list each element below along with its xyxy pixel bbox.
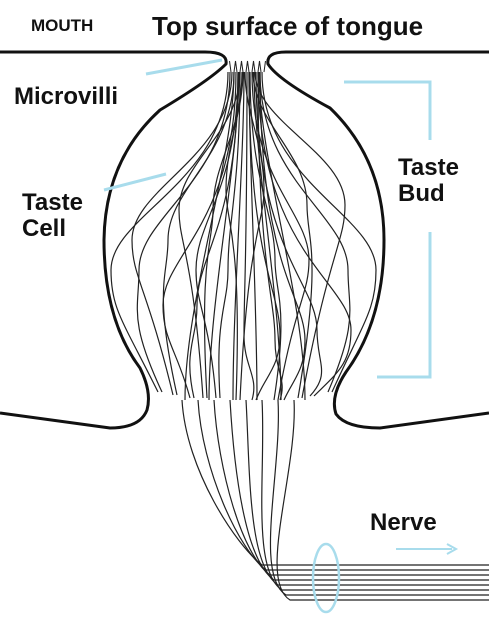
taste-bud-label: Taste Bud: [398, 155, 459, 207]
support-fibre-4: [248, 71, 258, 401]
leader-lines: [103, 58, 459, 614]
microvillus-5: [241, 60, 244, 73]
support-fibre-2: [208, 71, 240, 401]
microvilli-tufts: [229, 60, 266, 73]
taste-bud-bracket: [344, 80, 432, 379]
taste-cell-label: Taste Cell: [22, 190, 83, 242]
taste-cell-leader: [103, 172, 167, 192]
microvillus-7: [247, 60, 250, 73]
support-fibre-1: [184, 71, 235, 401]
taste-cell-label-line2: Cell: [22, 214, 67, 242]
taste-bud-label-line1: Taste: [398, 154, 459, 181]
nerve-fibre-8: [276, 399, 489, 601]
microvillus-1: [229, 60, 232, 73]
taste-cell-10: [110, 71, 231, 393]
taste-cell-12: [257, 71, 306, 401]
tongue-outline: [0, 50, 489, 430]
nerve-arrow-head: [446, 543, 459, 555]
support-fibre-6: [258, 71, 306, 401]
top-surface-label: Top surface of tongue: [152, 11, 424, 41]
taste-cell-5: [243, 71, 281, 401]
support-fibre-5: [253, 71, 282, 401]
microvillus-12: [263, 60, 266, 73]
nerve-label: Nerve: [370, 509, 437, 536]
nerve-fibre-1: [181, 399, 489, 566]
microvillus-9: [253, 60, 256, 73]
microvillus-11: [259, 60, 262, 73]
microvillus-3: [235, 60, 238, 73]
taste-cell-6: [249, 71, 310, 401]
taste-cell-9: [259, 71, 377, 393]
taste-bud-label-line2: Bud: [398, 179, 445, 207]
nerve-fibres: [181, 399, 489, 601]
taste-cell-1: [131, 71, 235, 396]
microvilli-label: Microvilli: [14, 83, 119, 110]
nerve-fibre-7: [269, 399, 489, 596]
taste-cells: [110, 71, 377, 401]
taste-cell-label-line1: Taste: [22, 189, 83, 216]
taste-cell-11: [195, 71, 241, 399]
microvilli-leader: [145, 58, 223, 76]
mouth-label: MOUTH: [31, 16, 94, 35]
nerve-fibre-6: [261, 399, 489, 591]
nerve-ring: [311, 542, 341, 614]
support-fibre-3: [232, 71, 245, 401]
